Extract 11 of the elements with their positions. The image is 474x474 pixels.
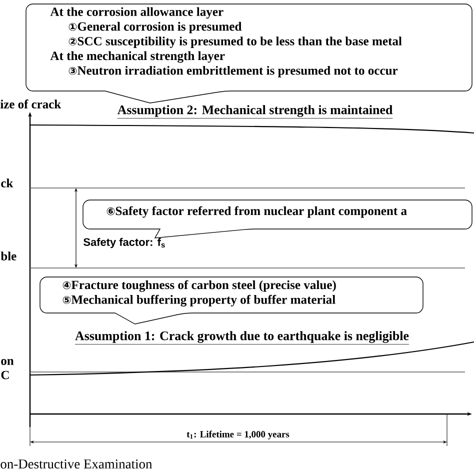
axis-label: on [1, 359, 14, 365]
axis-label: ck [1, 178, 14, 188]
axis-label: C [1, 370, 9, 380]
axis-label: ble [0, 252, 16, 260]
callout: ④Fracture toughness of carbon steel (precise value) ⑤Mechanical buffering property of buffer material [40, 276, 424, 324]
callout: ⑥Safety factor referred from nuclear plant component a [82, 200, 472, 238]
caption: on-Destructive Examination [0, 459, 152, 469]
dimension-label: t$_{1}$: Lifetime = 1,000 years [186, 430, 290, 440]
assumption-heading: Assumption 1: Crack growth due to earthquake is negligible [74, 331, 410, 345]
dimension-label: Safety factor: f$_{s}$ [84, 238, 165, 248]
assumption-heading: Assumption 2: Mechanical strength is maintained [117, 105, 393, 119]
